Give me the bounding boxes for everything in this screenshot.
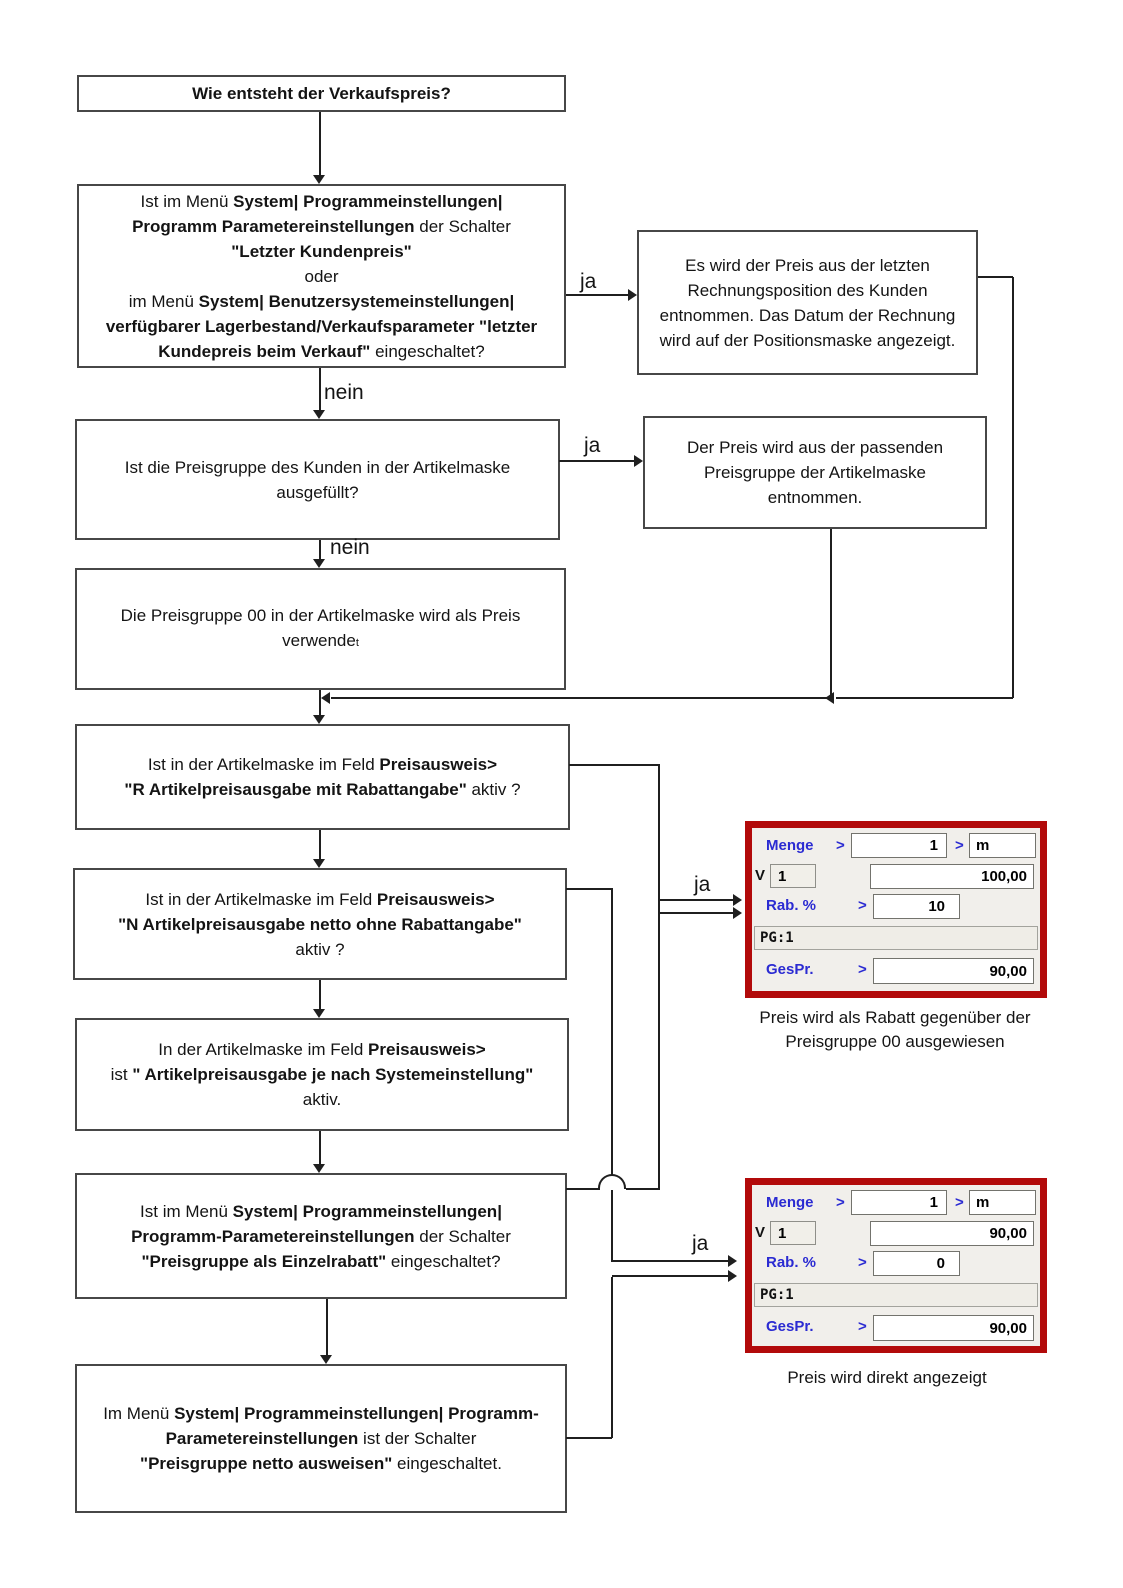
preisgruppe-status: PG:1 xyxy=(754,1283,1038,1307)
v-index-field[interactable]: 1 xyxy=(770,864,816,888)
gesamtpreis-input[interactable]: 90,00 xyxy=(873,958,1034,984)
connector-line xyxy=(659,899,734,901)
connector-line xyxy=(319,112,321,175)
flow-box-letzter-kundenpreis: Ist im Menü System| Programmeinstellunge… xyxy=(77,184,566,368)
flow-box-start: Wie entsteht der Verkaufspreis? xyxy=(77,75,566,112)
gesamtpreis-label: GesPr. xyxy=(766,961,814,978)
gesamtpreis-label: GesPr. xyxy=(766,1318,814,1335)
arrowhead-right xyxy=(733,907,742,919)
caption-line: Preis wird direkt angezeigt xyxy=(787,1368,987,1387)
connector-line xyxy=(319,368,321,410)
chevron-icon: > xyxy=(955,1194,964,1211)
ui-panel-rabatt: Menge > 1 > m V 1 100,00 Rab. % > 10 PG:… xyxy=(745,821,1047,998)
connector-line xyxy=(626,1188,659,1190)
connector-line xyxy=(566,1437,612,1439)
connector-line xyxy=(836,697,1013,699)
panel-rabatt-caption: Preis wird als Rabatt gegenüber der Prei… xyxy=(700,1006,1090,1054)
chevron-icon: > xyxy=(836,1194,845,1211)
connector-line xyxy=(1012,277,1014,698)
v-label: V xyxy=(755,1224,766,1241)
flow-box-rabattangabe: Ist in der Artikelmaske im Feld Preisaus… xyxy=(75,724,570,830)
arrowhead-down xyxy=(313,1009,325,1018)
arrowhead-down xyxy=(320,1355,332,1364)
connector-line xyxy=(611,1277,613,1438)
chevron-icon: > xyxy=(955,837,964,854)
line-hop-arc xyxy=(598,1174,626,1189)
connector-line xyxy=(611,888,613,1176)
arrowhead-right xyxy=(728,1255,737,1267)
connector-line xyxy=(612,1275,729,1277)
edge-label-ja: ja xyxy=(692,1232,709,1255)
edge-label-ja: ja xyxy=(694,873,711,896)
chevron-icon: > xyxy=(858,1318,867,1335)
connector-line xyxy=(319,690,321,715)
menge-label: Menge xyxy=(766,837,814,854)
arrowhead-down xyxy=(313,175,325,184)
arrowhead-right xyxy=(733,894,742,906)
connector-line xyxy=(331,697,832,699)
connector-line xyxy=(569,764,659,766)
arrowhead-down xyxy=(313,559,325,568)
edge-label-ja: ja xyxy=(580,270,597,293)
menge-label: Menge xyxy=(766,1194,814,1211)
flow-box-systemeinstellung: In der Artikelmaske im Feld Preisausweis… xyxy=(75,1018,569,1131)
connector-line xyxy=(611,1190,613,1262)
connector-line xyxy=(659,912,734,914)
rabatt-label: Rab. % xyxy=(766,897,817,914)
unit-input[interactable]: m xyxy=(969,833,1036,858)
arrowhead-down xyxy=(313,410,325,419)
arrowhead-right xyxy=(628,289,637,301)
arrowhead-left xyxy=(321,692,330,704)
preisgruppe-status: PG:1 xyxy=(754,926,1038,950)
ui-panel-direkt: Menge > 1 > m V 1 90,00 Rab. % > 0 PG:1 … xyxy=(745,1178,1047,1353)
connector-line xyxy=(319,540,321,559)
preis-input[interactable]: 100,00 xyxy=(870,864,1034,889)
connector-line xyxy=(566,294,628,296)
arrowhead-right xyxy=(634,455,643,467)
panel-direkt-caption: Preis wird direkt angezeigt xyxy=(712,1366,1062,1390)
arrowhead-down xyxy=(313,859,325,868)
connector-line xyxy=(319,830,321,859)
caption-line: Preis wird als Rabatt gegenüber der xyxy=(759,1008,1031,1027)
connector-line xyxy=(658,764,660,1190)
arrowhead-down xyxy=(313,1164,325,1173)
connector-line xyxy=(326,1299,328,1355)
unit-input[interactable]: m xyxy=(969,1190,1036,1215)
menge-input[interactable]: 1 xyxy=(851,833,947,858)
flow-box-preisgruppe-ausgefuellt: Ist die Preisgruppe des Kunden in der Ar… xyxy=(75,419,560,540)
rabatt-input[interactable]: 10 xyxy=(873,894,960,919)
chevron-icon: > xyxy=(858,961,867,978)
connector-line xyxy=(612,1260,729,1262)
connector-line xyxy=(566,888,612,890)
connector-line xyxy=(559,460,634,462)
connector-line xyxy=(830,529,832,698)
v-index-field[interactable]: 1 xyxy=(770,1221,816,1245)
arrowhead-down xyxy=(313,715,325,724)
caption-line: Preisgruppe 00 ausgewiesen xyxy=(785,1032,1005,1051)
gesamtpreis-input[interactable]: 90,00 xyxy=(873,1315,1034,1341)
preis-input[interactable]: 90,00 xyxy=(870,1221,1034,1246)
rabatt-input[interactable]: 0 xyxy=(873,1251,960,1276)
v-label: V xyxy=(755,867,766,884)
edge-label-nein: nein xyxy=(330,536,370,559)
flow-box-netto-ohne-rabattangabe: Ist in der Artikelmaske im Feld Preisaus… xyxy=(73,868,567,980)
chevron-icon: > xyxy=(858,897,867,914)
flow-box-preisgruppe-00: Die Preisgruppe 00 in der Artikelmaske w… xyxy=(75,568,566,690)
connector-line xyxy=(319,980,321,1009)
arrowhead-right xyxy=(728,1270,737,1282)
connector-line xyxy=(319,1131,321,1164)
flow-box-netto-ausweisen: Im Menü System| Programmeinstellungen| P… xyxy=(75,1364,567,1513)
chevron-icon: > xyxy=(858,1254,867,1271)
rabatt-label: Rab. % xyxy=(766,1254,817,1271)
edge-label-nein: nein xyxy=(324,381,364,404)
menge-input[interactable]: 1 xyxy=(851,1190,947,1215)
edge-label-ja: ja xyxy=(584,434,601,457)
connector-line xyxy=(566,1188,600,1190)
flow-box-einzelrabatt: Ist im Menü System| Programmeinstellunge… xyxy=(75,1173,567,1299)
connector-line xyxy=(978,276,1013,278)
chevron-icon: > xyxy=(836,837,845,854)
